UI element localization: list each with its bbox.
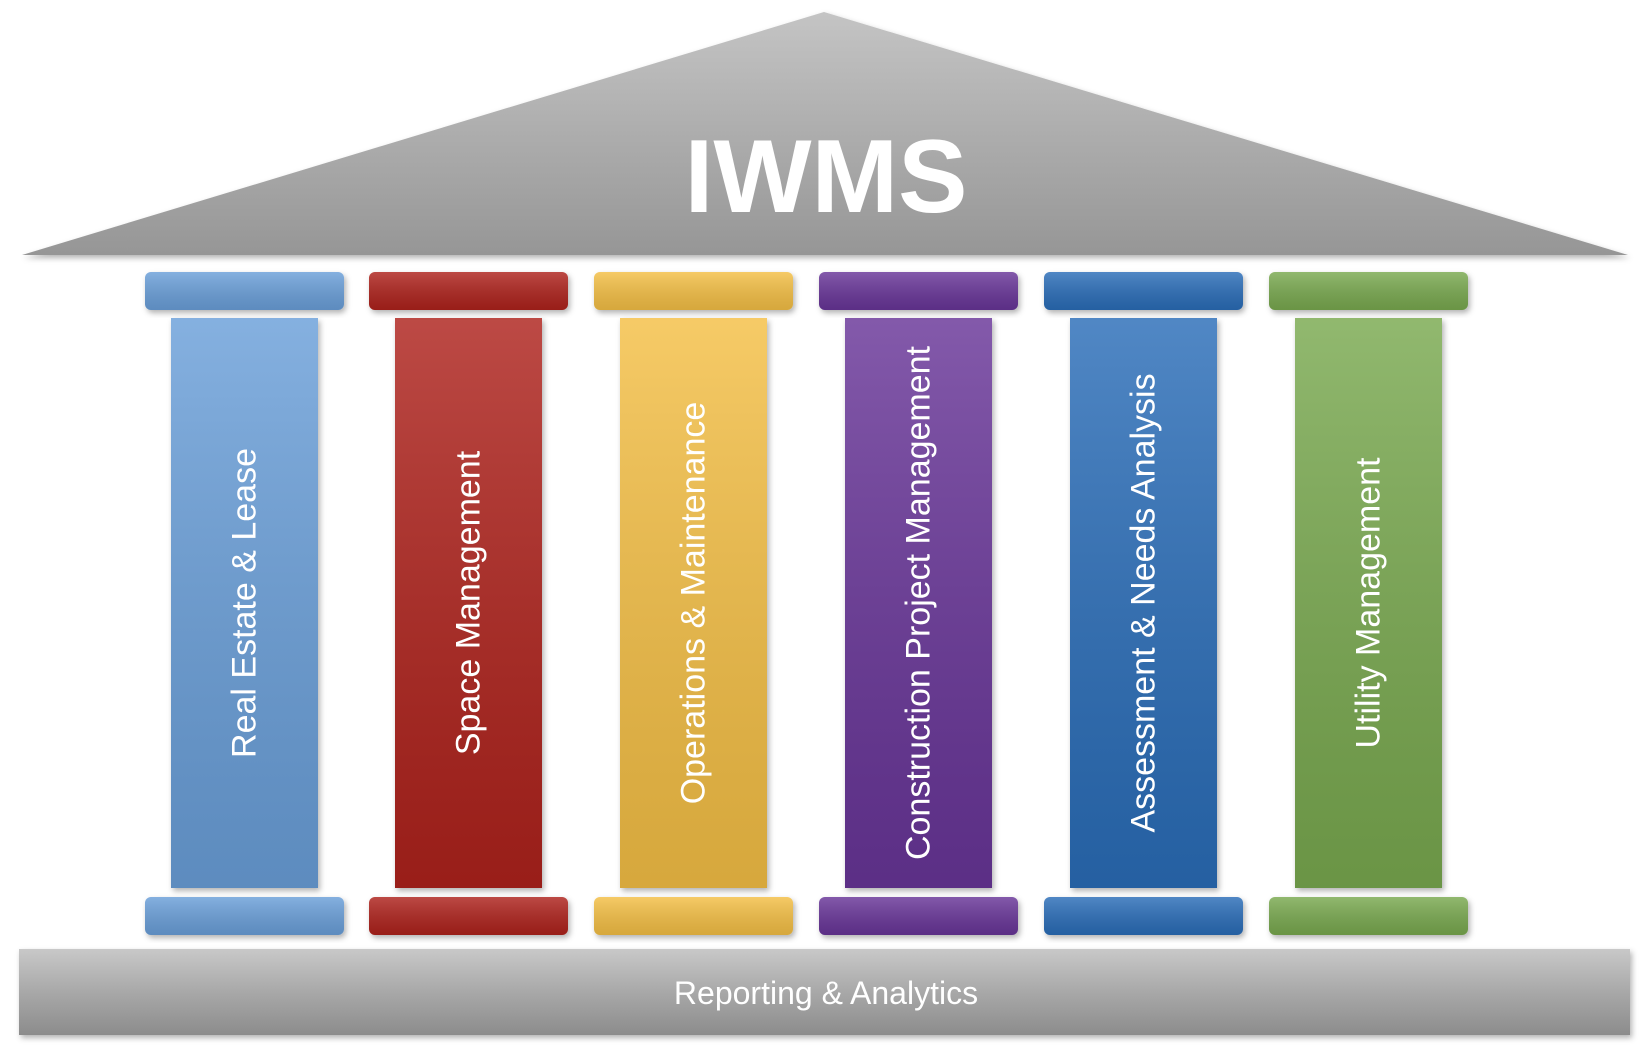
pillar-shaft-shine xyxy=(620,318,767,888)
pillar-shaft-shine xyxy=(171,318,318,888)
pillar-label: Space Management xyxy=(450,450,488,755)
pillar-top-cap-shine xyxy=(145,272,344,310)
pillar-bottom-cap-shine xyxy=(819,897,1018,935)
roof-triangle xyxy=(22,12,1628,255)
pillar-label: Utility Management xyxy=(1350,457,1388,749)
pillar-shaft-shine xyxy=(1295,318,1442,888)
pillar-label: Operations & Maintenance xyxy=(675,402,713,805)
pillar-top-cap-shine xyxy=(594,272,793,310)
pillar-shaft-shine xyxy=(1070,318,1217,888)
pillar-5: Assessment & Needs Analysis xyxy=(1044,272,1243,935)
pillar-top-cap-shine xyxy=(819,272,1018,310)
pillar-1: Real Estate & Lease xyxy=(145,272,344,935)
pillar-label: Real Estate & Lease xyxy=(226,448,264,758)
pillar-6: Utility Management xyxy=(1269,272,1468,935)
pillar-2: Space Management xyxy=(369,272,568,935)
pillar-shaft-shine xyxy=(395,318,542,888)
pillars: Real Estate & Lease Space Management Opera… xyxy=(145,272,1468,935)
pillar-bottom-cap-shine xyxy=(369,897,568,935)
roof-title: IWMS xyxy=(684,119,967,235)
pillar-label: Assessment & Needs Analysis xyxy=(1125,373,1163,832)
base-slab xyxy=(19,949,1630,1035)
pillar-top-cap-shine xyxy=(1269,272,1468,310)
pillar-top-cap-shine xyxy=(369,272,568,310)
pillar-4: Construction Project Management xyxy=(819,272,1018,935)
pillar-label: Construction Project Management xyxy=(900,345,938,860)
roof: IWMS xyxy=(22,12,1628,255)
pillar-top-cap-shine xyxy=(1044,272,1243,310)
pillar-bottom-cap-shine xyxy=(145,897,344,935)
pillar-bottom-cap-shine xyxy=(594,897,793,935)
pillar-bottom-cap-shine xyxy=(1044,897,1243,935)
pillar-3: Operations & Maintenance xyxy=(594,272,793,935)
base: Reporting & Analytics xyxy=(19,949,1630,1035)
base-label: Reporting & Analytics xyxy=(674,975,978,1011)
pillar-bottom-cap-shine xyxy=(1269,897,1468,935)
pillar-shaft-shine xyxy=(845,318,992,888)
